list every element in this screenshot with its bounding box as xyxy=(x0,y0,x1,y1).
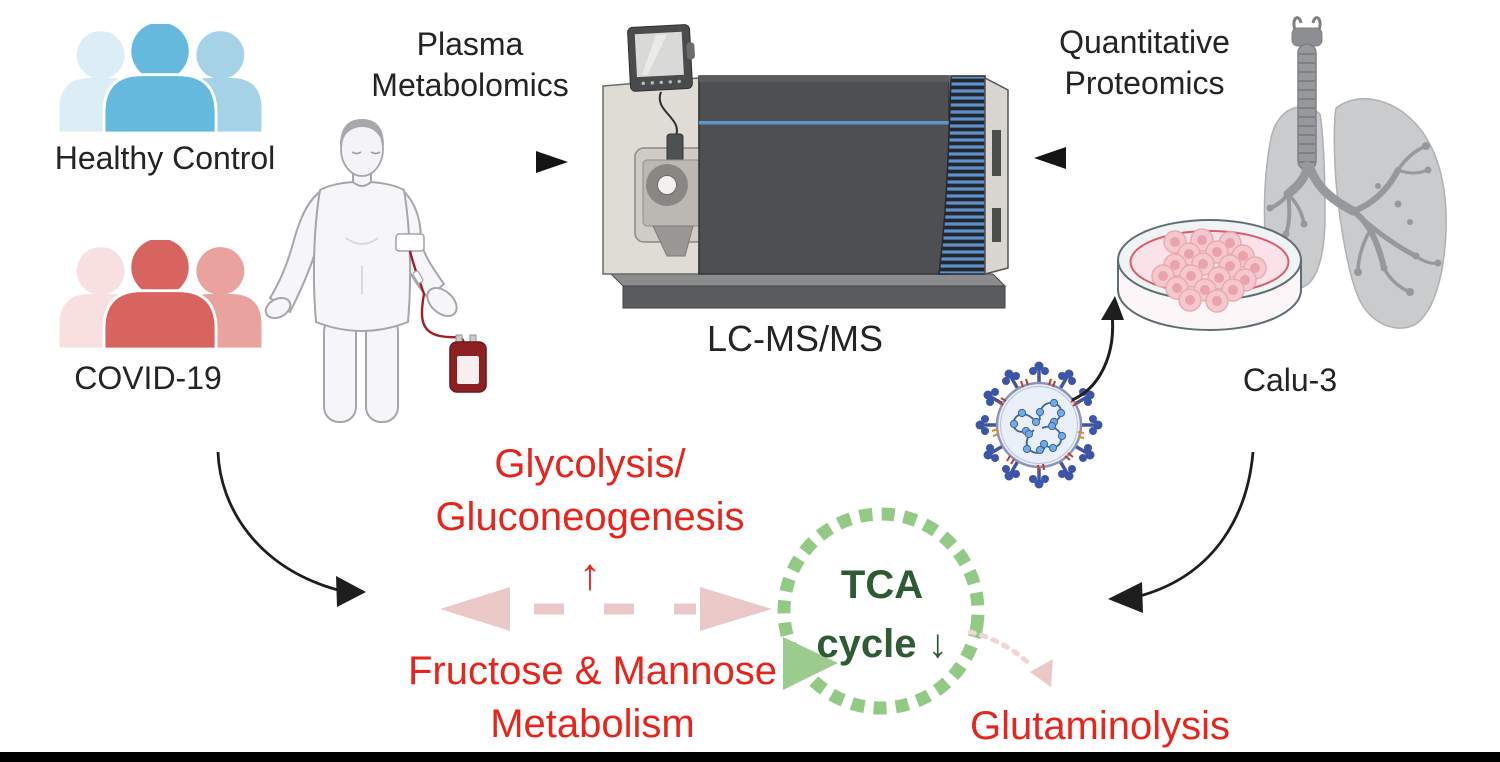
glycolysis-line1: Glycolysis/ xyxy=(494,442,686,486)
calu3-to-pathway-arrow-icon xyxy=(1108,451,1255,613)
person-front-icon xyxy=(102,240,218,348)
lcms-instrument-icon xyxy=(602,24,1009,309)
dashed-double-arrow-icon xyxy=(440,587,772,631)
tca-cycle-label: TCA cycle ↓ xyxy=(792,556,972,674)
quantitative-proteomics-label: Quantitative Proteomics xyxy=(1032,22,1257,104)
calu3-to-lcms-arrow-icon xyxy=(1034,147,1168,169)
bronchi-tips xyxy=(1266,142,1442,296)
trachea-icon xyxy=(1291,16,1323,171)
quantitative-proteomics-line2: Proteomics xyxy=(1064,64,1225,101)
accent-line xyxy=(699,121,951,125)
glycolysis-line2: Gluconeogenesis xyxy=(435,495,745,540)
blood-draw-cuff-icon xyxy=(395,233,425,252)
covid-cohort-label: COVID-19 xyxy=(74,360,222,396)
plasma-metabolomics-line1: Plasma xyxy=(416,26,524,62)
fructose-line1: Fructose & Mannose xyxy=(407,649,778,693)
instrument-monitor-icon xyxy=(627,24,695,92)
tca-line1: TCA xyxy=(840,563,924,607)
glycolysis-up-arrow: ↑ xyxy=(579,550,601,599)
lcms-instrument-label: LC-MS/MS xyxy=(706,318,883,359)
healthy-cohort-icon xyxy=(59,24,262,132)
glycolysis-gluconeogenesis-label: Glycolysis/ Gluconeogenesis xyxy=(415,438,765,544)
instrument-base xyxy=(609,273,1007,287)
tube-clamp-icon xyxy=(412,270,424,284)
tca-line2: cycle ↓ xyxy=(816,622,948,667)
human-figure-icon xyxy=(264,119,487,423)
cell-nuclei xyxy=(1158,235,1260,306)
lungs-icon xyxy=(1263,16,1447,329)
healthy-cohort-label: Healthy Control xyxy=(54,140,276,176)
monitor-cable xyxy=(658,91,678,139)
closed-eyes-icon xyxy=(351,151,381,155)
blood-bag-icon xyxy=(449,334,487,393)
striped-band xyxy=(938,75,986,275)
petri-dish-icon xyxy=(1117,219,1302,331)
rna-beads xyxy=(1009,398,1067,455)
spike-stems xyxy=(983,369,1095,481)
calu3-label: Calu-3 xyxy=(1242,362,1338,398)
glutaminolysis-label: Glutaminolysis xyxy=(969,704,1231,748)
quantitative-proteomics-line1: Quantitative xyxy=(1059,24,1230,60)
hair-icon xyxy=(340,119,384,146)
spike-heads xyxy=(975,361,1103,489)
fructose-mannose-label: Fructose & Mannose Metabolism xyxy=(400,645,785,751)
covid-cohort-icon xyxy=(59,240,262,348)
fructose-line2: Metabolism xyxy=(490,702,695,747)
person-front-icon xyxy=(102,24,218,132)
virus-icon xyxy=(975,361,1103,489)
tca-inflow-arrow-icon xyxy=(783,637,838,690)
plasma-metabolomics-line2: Metabolomics xyxy=(371,66,569,103)
tca-cycle-ring-icon xyxy=(777,507,985,715)
footer-bar xyxy=(0,752,1500,762)
plasma-metabolomics-label: Plasma Metabolomics xyxy=(355,24,585,106)
glutaminolysis-arrow-icon xyxy=(967,629,1053,687)
virus-to-dish-arrow-icon xyxy=(1071,296,1124,402)
membrane-proteins xyxy=(991,378,1085,472)
covid-to-pathway-arrow-icon xyxy=(216,451,366,607)
ion-source-icon xyxy=(634,133,714,257)
plasma-to-lcms-arrow-icon xyxy=(434,151,568,173)
